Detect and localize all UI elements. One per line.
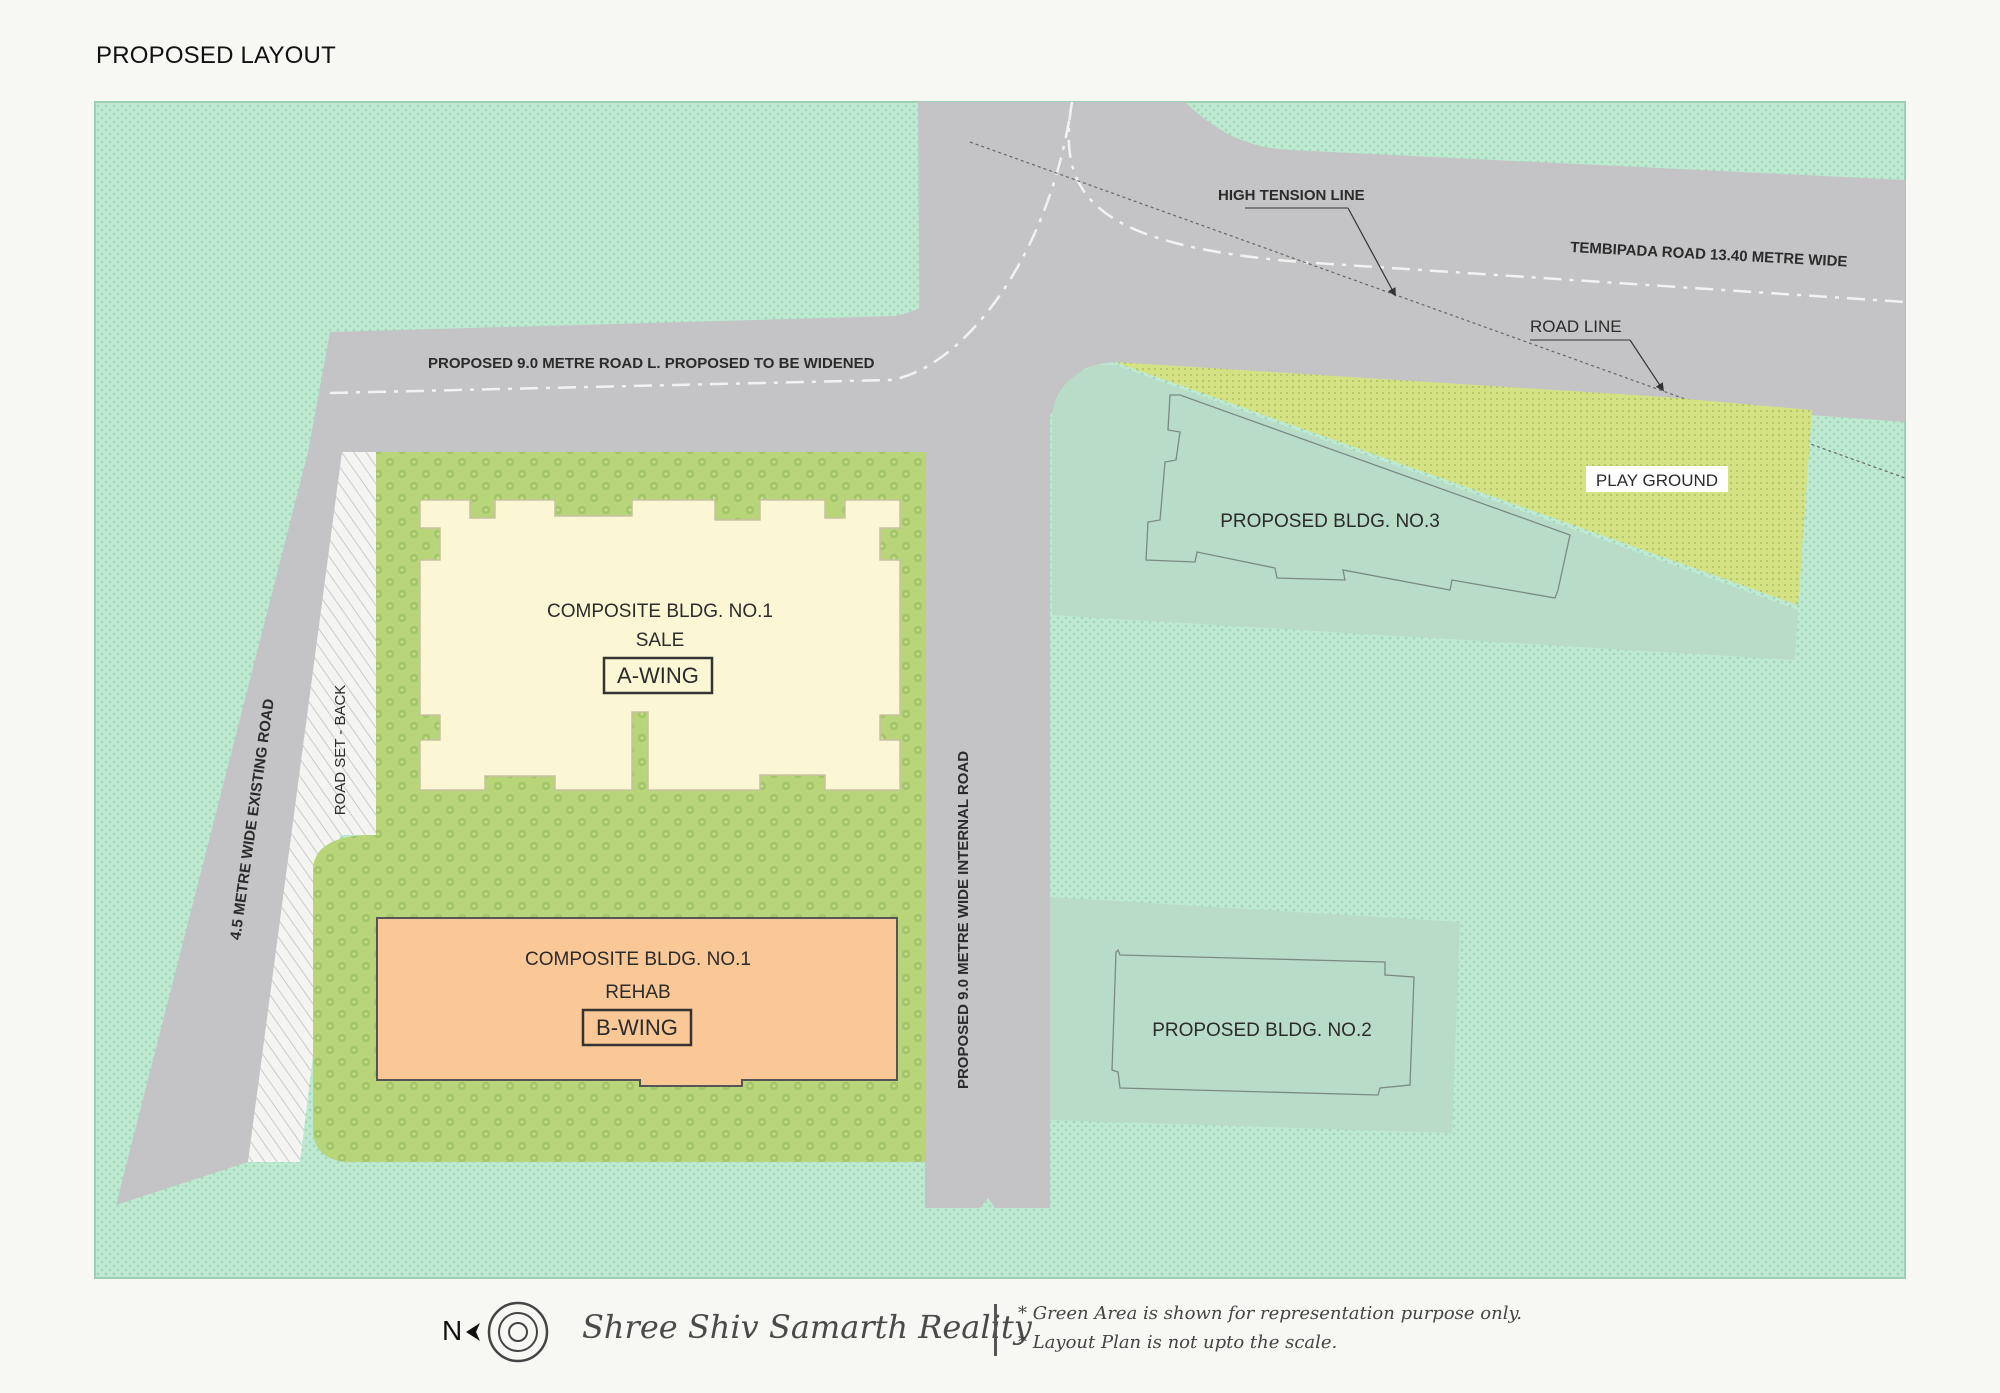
- bldg3-outline: [1145, 394, 1571, 599]
- a-wing-use: SALE: [636, 630, 685, 651]
- brand-name: Shree Shiv Samarth Reality: [582, 1308, 1032, 1346]
- b-wing-tag-box: [581, 1008, 693, 1047]
- proposed-road-label: PROPOSED 9.0 METRE ROAD L. PROPOSED TO B…: [428, 355, 875, 372]
- road-line-label: ROAD LINE: [1530, 317, 1622, 336]
- page-title: PROPOSED LAYOUT: [96, 42, 336, 69]
- b-wing-building: [376, 917, 898, 1087]
- internal-road: [925, 380, 1050, 1208]
- proposed-9m-road: [308, 102, 1100, 452]
- footer-divider: [994, 1304, 997, 1356]
- setback-label: ROAD SET - BACK: [332, 685, 349, 816]
- b-wing-tag: B-WING: [596, 1015, 678, 1040]
- bldg3-label: PROPOSED BLDG. NO.3: [1220, 511, 1440, 532]
- north-label: N: [442, 1315, 463, 1346]
- play-ground-label: PLAY GROUND: [1596, 471, 1718, 490]
- bldg2-plot: [1050, 897, 1460, 1133]
- a-wing-tag: A-WING: [617, 663, 699, 688]
- a-wing-tag-box: [602, 656, 714, 695]
- bldg2-label: PROPOSED BLDG. NO.2: [1152, 1020, 1372, 1041]
- b-wing-use: REHAB: [605, 982, 670, 1003]
- a-wing-title: COMPOSITE BLDG. NO.1: [547, 601, 773, 622]
- bldg3-plot: [1052, 365, 1798, 660]
- a-wing-building: [419, 499, 901, 791]
- play-ground-tag-box: [1586, 466, 1728, 492]
- footer-note-2: * Layout Plan is not upto the scale.: [1018, 1332, 1338, 1353]
- internal-road-label: PROPOSED 9.0 METRE WIDE INTERNAL ROAD: [955, 751, 972, 1089]
- north-arrow-icon: [466, 1301, 549, 1363]
- b-wing-title: COMPOSITE BLDG. NO.1: [525, 949, 751, 970]
- existing-road: [116, 452, 342, 1205]
- road-setback: [248, 452, 376, 1162]
- high-tension-label: HIGH TENSION LINE: [1218, 187, 1365, 204]
- footer-note-1: * Green Area is shown for representation…: [1018, 1303, 1522, 1324]
- bldg2-outline: [1111, 948, 1415, 1096]
- play-ground: [1115, 362, 1812, 605]
- tembipada-road: [918, 102, 1905, 422]
